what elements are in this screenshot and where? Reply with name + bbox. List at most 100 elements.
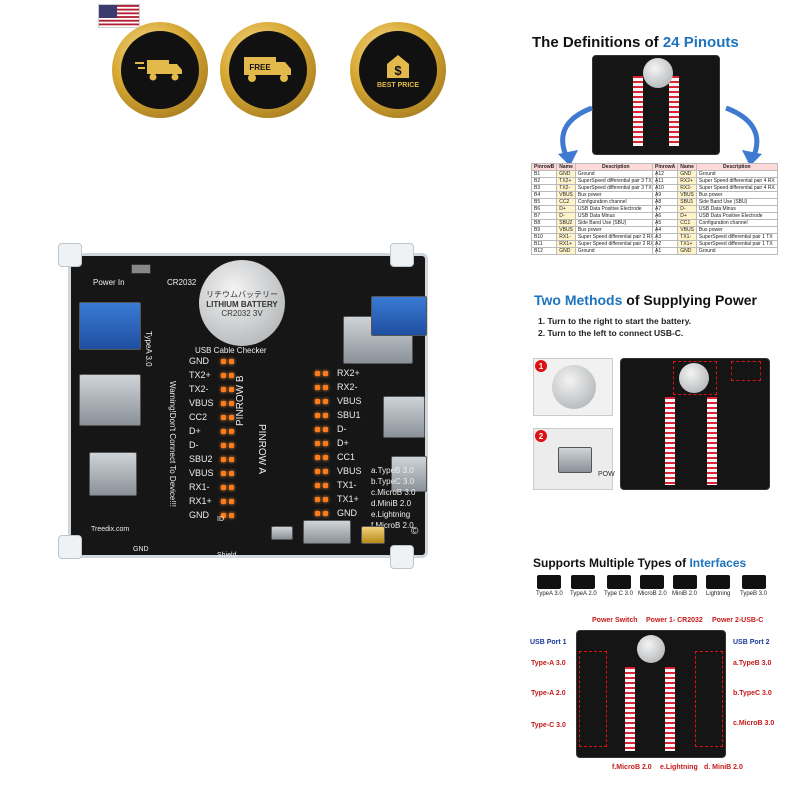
table-cell: TX1+ [677, 240, 697, 248]
table-cell: RX1+ [556, 240, 576, 248]
step-1-badge: 1 [535, 360, 547, 372]
interfaces-heading: Supports Multiple Types of Interfaces [533, 556, 747, 570]
table-cell: A5 [651, 219, 679, 227]
indicator-led [315, 511, 320, 516]
table-cell: VBUS [556, 226, 576, 234]
indicator-led [315, 371, 320, 376]
table-cell: Super Speed differential pair 4 RX [695, 184, 778, 192]
indicator-led [315, 399, 320, 404]
indicator-led [229, 387, 234, 392]
indicator-led [229, 485, 234, 490]
microb3-port[interactable] [391, 456, 427, 492]
indicator-led [229, 443, 234, 448]
bottom-label-microb2: f.MicroB 2.0 [612, 764, 652, 771]
indicator-led [315, 455, 320, 460]
interface-item: TypeB 3.0 [740, 575, 767, 597]
left-pin-label: RX1- [189, 482, 210, 492]
table-cell: RX2+ [677, 177, 697, 185]
usb-port1-label: USB Port 1 [530, 639, 567, 646]
power-switch-label: Power Switch [592, 617, 638, 624]
right-pin-label: GND [337, 508, 357, 518]
table-cell: B7 [530, 212, 558, 220]
indicator-led [221, 485, 226, 490]
table-cell: Bus power [695, 226, 778, 234]
right-pin-label: SBU1 [337, 410, 361, 420]
fast-shipping-badge [112, 22, 208, 118]
power-board-image [620, 358, 770, 490]
legend-item: e.Lightning [371, 510, 411, 519]
us-flag-icon [98, 4, 140, 28]
table-cell: GND [677, 170, 697, 178]
table-cell: D- [556, 212, 576, 220]
table-cell: TX1- [677, 233, 697, 241]
table-cell: SBU2 [556, 219, 576, 227]
indicator-led [323, 399, 328, 404]
interface-label: TypeB 3.0 [740, 591, 768, 597]
interface-item: Lightning [706, 575, 730, 597]
indicator-led [315, 497, 320, 502]
table-cell: SBU1 [677, 198, 697, 206]
interface-label: TypeA 3.0 [536, 591, 563, 597]
indicator-led [323, 511, 328, 516]
indicator-led [229, 359, 234, 364]
left-pin-label: RX1+ [189, 496, 212, 506]
interface-item: MiniB 2.0 [672, 575, 697, 597]
left-pin-label: TX2- [189, 384, 209, 394]
interface-item: Type C 3.0 [604, 575, 633, 597]
usb-c3-port[interactable] [89, 452, 137, 496]
indicator-led [229, 429, 234, 434]
right-pin-label: D+ [337, 438, 349, 448]
table-cell: TX2- [556, 184, 576, 192]
table-cell: Configuration channel [574, 198, 657, 206]
table-cell: Bus power [574, 226, 657, 234]
table-cell: B8 [530, 219, 558, 227]
fast-truck-icon [135, 60, 182, 81]
lightning-port[interactable] [303, 520, 351, 544]
microb2-port[interactable] [271, 526, 293, 540]
table-cell: Super Speed differential pair 4 RX [695, 177, 778, 185]
table-cell: B11 [530, 240, 558, 248]
price-tag-icon: $ [387, 54, 409, 78]
usb-a3-port[interactable] [79, 302, 141, 350]
usb-a2-port[interactable] [79, 374, 141, 426]
table-cell: SuperSpeed differential pair 3 TX [574, 184, 657, 192]
indicator-led [221, 359, 226, 364]
table-cell: D- [677, 205, 697, 213]
usb-c-power-port[interactable] [371, 296, 427, 336]
table-cell: B10 [530, 233, 558, 241]
table-cell: TX2+ [556, 177, 576, 185]
minib-port[interactable] [361, 526, 385, 544]
usb-typec3-right-port[interactable] [383, 396, 425, 438]
power-switch[interactable] [131, 264, 151, 274]
brand-label: Treedix.com [91, 526, 130, 533]
best-price-badge: $ BEST PRICE [350, 22, 446, 118]
table-cell: USB Data Minus [695, 205, 778, 213]
table-header: Name [556, 163, 576, 171]
interface-item: MicroB 2.0 [638, 575, 667, 597]
table-cell: SuperSpeed differential pair 3 TX [574, 177, 657, 185]
table-cell: B4 [530, 191, 558, 199]
table-cell: Side Band Use (SBU) [695, 198, 778, 206]
interface-label: MiniB 2.0 [672, 591, 698, 597]
right-label-b3: a.TypeB 3.0 [733, 660, 772, 667]
interface-label: TypeA 2.0 [570, 591, 597, 597]
table-cell: VBUS [677, 226, 697, 234]
table-cell: A10 [651, 184, 679, 192]
table-cell: B5 [530, 198, 558, 206]
left-label-c3: Type-C 3.0 [531, 722, 566, 729]
legend-item: c.MicroB 3.0 [371, 488, 416, 497]
connector-icon [640, 575, 665, 589]
indicator-led [221, 401, 226, 406]
interface-item: TypeA 2.0 [570, 575, 597, 597]
table-cell: D+ [556, 205, 576, 213]
